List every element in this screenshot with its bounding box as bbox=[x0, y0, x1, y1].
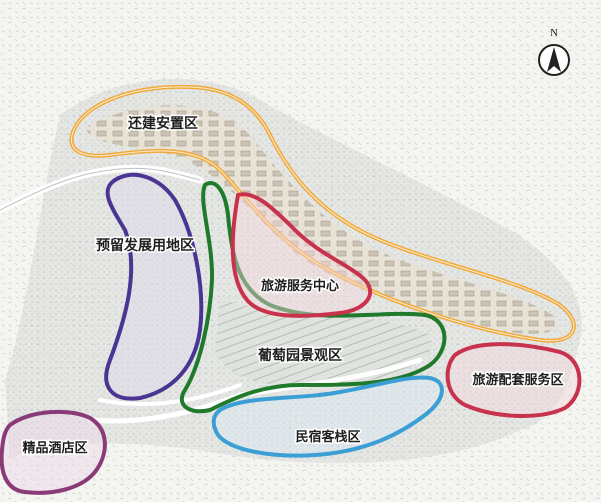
zone-outline-relocation-highlight bbox=[70, 86, 575, 342]
zone-label-tourism-center: 旅游服务中心 bbox=[261, 278, 339, 294]
zone-label-vineyard: 葡萄园景观区 bbox=[257, 347, 342, 364]
zone-outline-vineyard[interactable] bbox=[179, 181, 447, 414]
hillside-area bbox=[5, 79, 582, 464]
vineyard-rows bbox=[215, 300, 432, 387]
zone-outline-tourism-support[interactable] bbox=[445, 342, 582, 418]
zone-label-reserved: 预留发展用地区 bbox=[96, 237, 194, 254]
zone-outline-boutique-hotel[interactable] bbox=[0, 409, 107, 495]
zone-label-homestay: 民宿客栈区 bbox=[295, 429, 360, 445]
relocation-buildings bbox=[85, 105, 559, 335]
north-arrow-icon bbox=[547, 47, 561, 72]
north-arrow: N bbox=[538, 27, 570, 76]
zone-label-boutique-hotel: 精品酒店区 bbox=[22, 440, 87, 456]
zone-outline-reserved[interactable] bbox=[104, 172, 204, 401]
compass-letter: N bbox=[550, 27, 558, 39]
zone-label-relocation: 还建安置区 bbox=[127, 115, 198, 132]
zone-outline-homestay[interactable] bbox=[211, 375, 444, 458]
zone-outline-tourism-center[interactable] bbox=[230, 192, 372, 318]
zone-label-tourism-support: 旅游配套服务区 bbox=[472, 372, 563, 388]
